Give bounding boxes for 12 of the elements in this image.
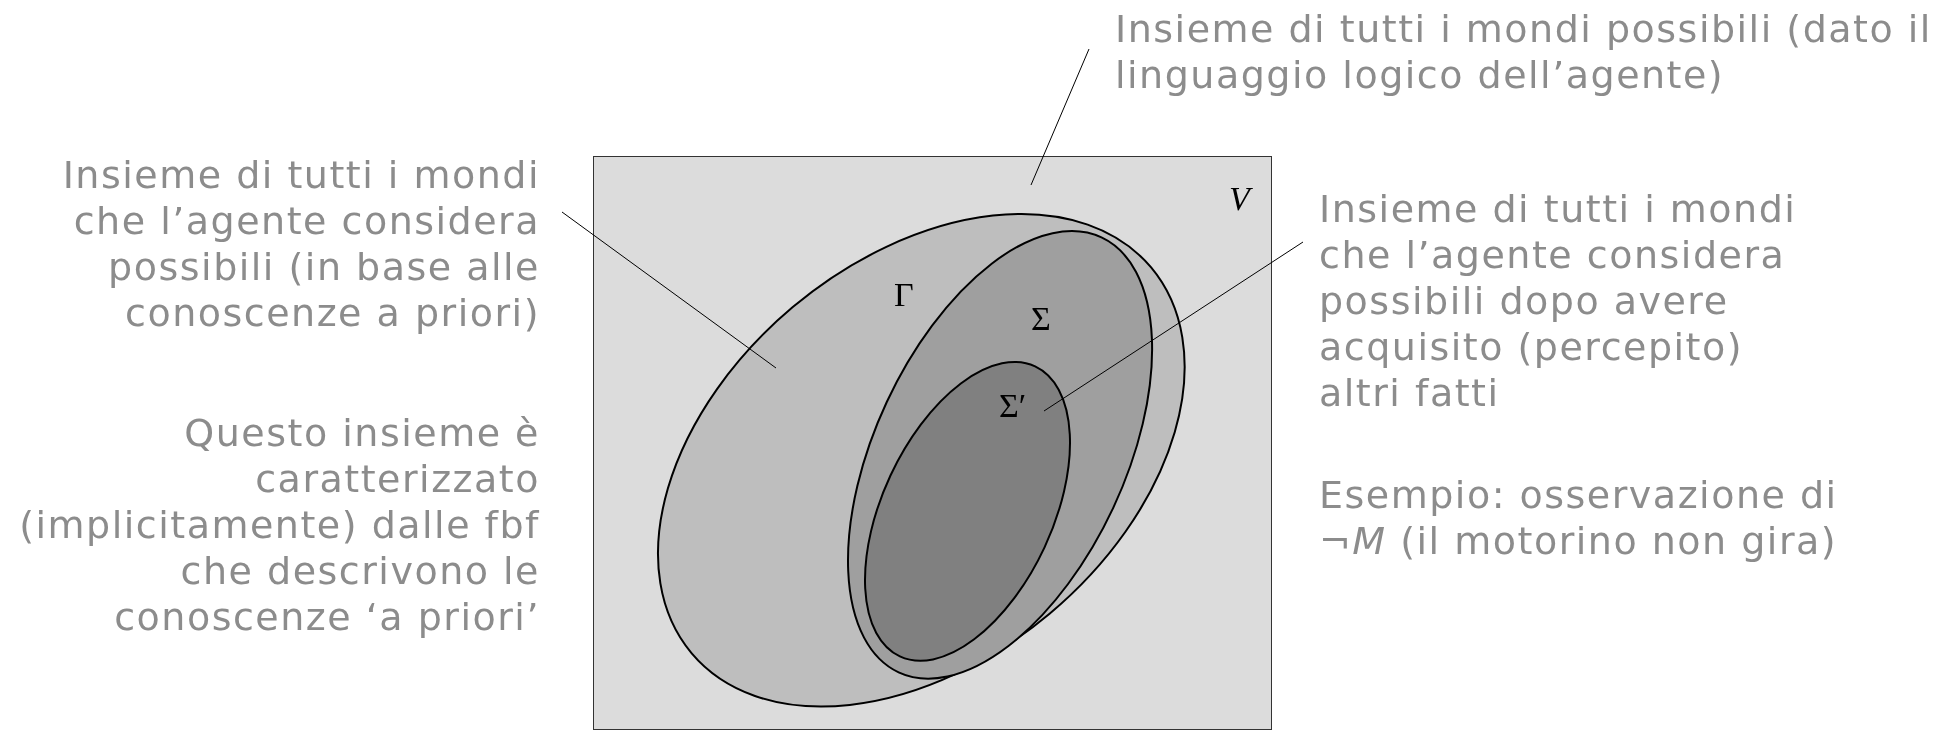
note-text: Esempio: osservazione di ¬M (il motorino non gira) xyxy=(1319,472,1839,564)
callout-text: Insieme di tutti i mondi che l’agente considera possibili (in base alle conoscenze a priori) xyxy=(0,152,540,336)
universe-rectangle xyxy=(593,156,1272,730)
set-symbol: Γ xyxy=(894,277,914,313)
set-symbol: Σ xyxy=(1031,300,1051,337)
leader-line xyxy=(1030,48,1090,186)
callout-text: Insieme di tutti i mondi possibili (dato il linguaggio logico dell’agente) xyxy=(1115,6,1935,98)
callout-text: Insieme di tutti i mondi che l’agente considera possibili dopo avere acquisito (percepito) altri fatti xyxy=(1319,186,1839,416)
set-symbol: Σ′ xyxy=(999,387,1027,424)
leader-line xyxy=(561,211,777,369)
note-text: Questo insieme è caratterizzato (implicitamente) dalle fbf che descrivono le conoscenze ‘a priori’ xyxy=(18,410,540,640)
leader-line xyxy=(1043,241,1304,412)
